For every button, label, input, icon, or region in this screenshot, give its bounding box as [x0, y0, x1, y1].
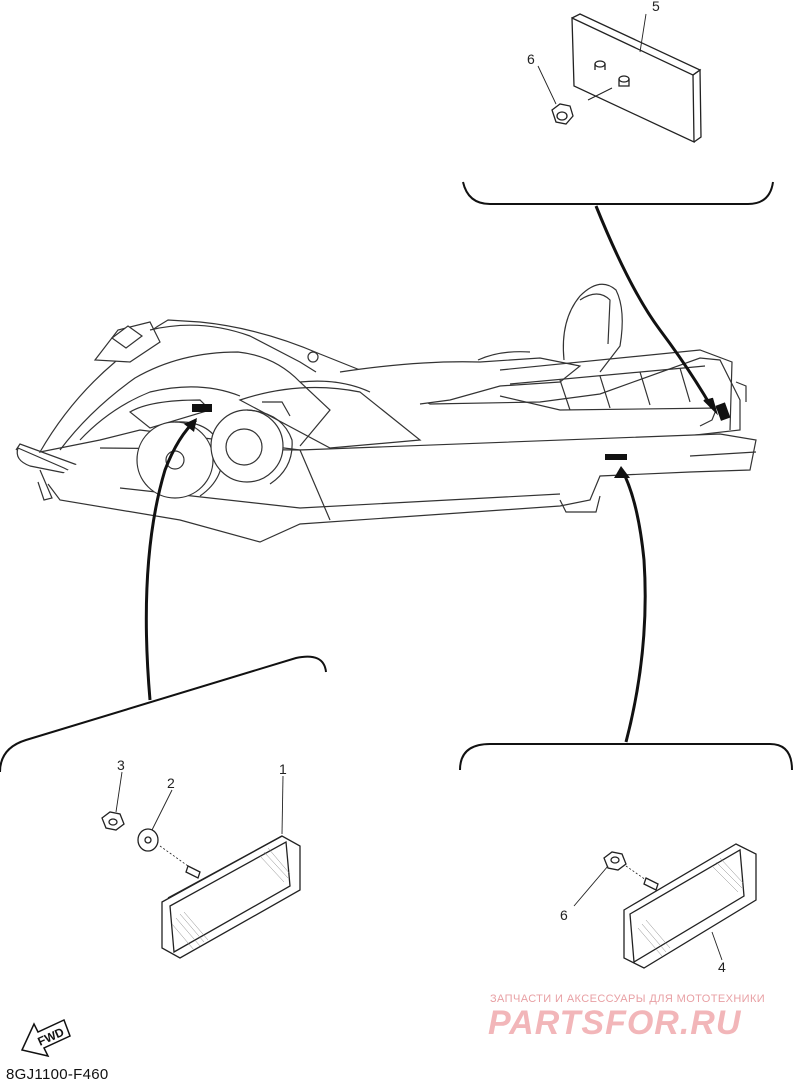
watermark-brand: PARTSFOR.RU: [488, 1004, 742, 1042]
fwd-arrow-icon: FWD: [20, 1018, 71, 1058]
callout-4: 4: [718, 959, 726, 975]
side-reflector-detail: [573, 843, 757, 969]
callout-3: 3: [117, 757, 125, 773]
front-reflector-location-mark: [192, 404, 212, 412]
front-reflector-detail: [101, 771, 301, 959]
diagram-code: 8GJ1100-F460: [6, 1066, 109, 1083]
callout-2: 2: [167, 775, 175, 791]
callout-1: 1: [279, 761, 287, 777]
callout-5: 5: [652, 0, 660, 14]
front-detail-frame: [0, 655, 327, 773]
side-detail-frame: [459, 743, 793, 771]
rear-reflector-location-mark: [715, 402, 731, 421]
top-detail-frame: [462, 181, 774, 205]
connector-line-front: [144, 418, 198, 701]
connector-line-side: [620, 469, 647, 743]
snowmobile-outline: [15, 283, 757, 543]
watermark-tagline: ЗАПЧАСТИ И АКСЕССУАРЫ ДЛЯ МОТОТЕХНИКИ: [490, 993, 766, 1005]
callout-6-bottom: 6: [560, 907, 568, 923]
connector-line-rear: [594, 205, 714, 409]
rear-reflector-detail: [537, 13, 702, 144]
callout-6-top: 6: [527, 51, 535, 67]
side-reflector-location-mark: [605, 454, 627, 460]
